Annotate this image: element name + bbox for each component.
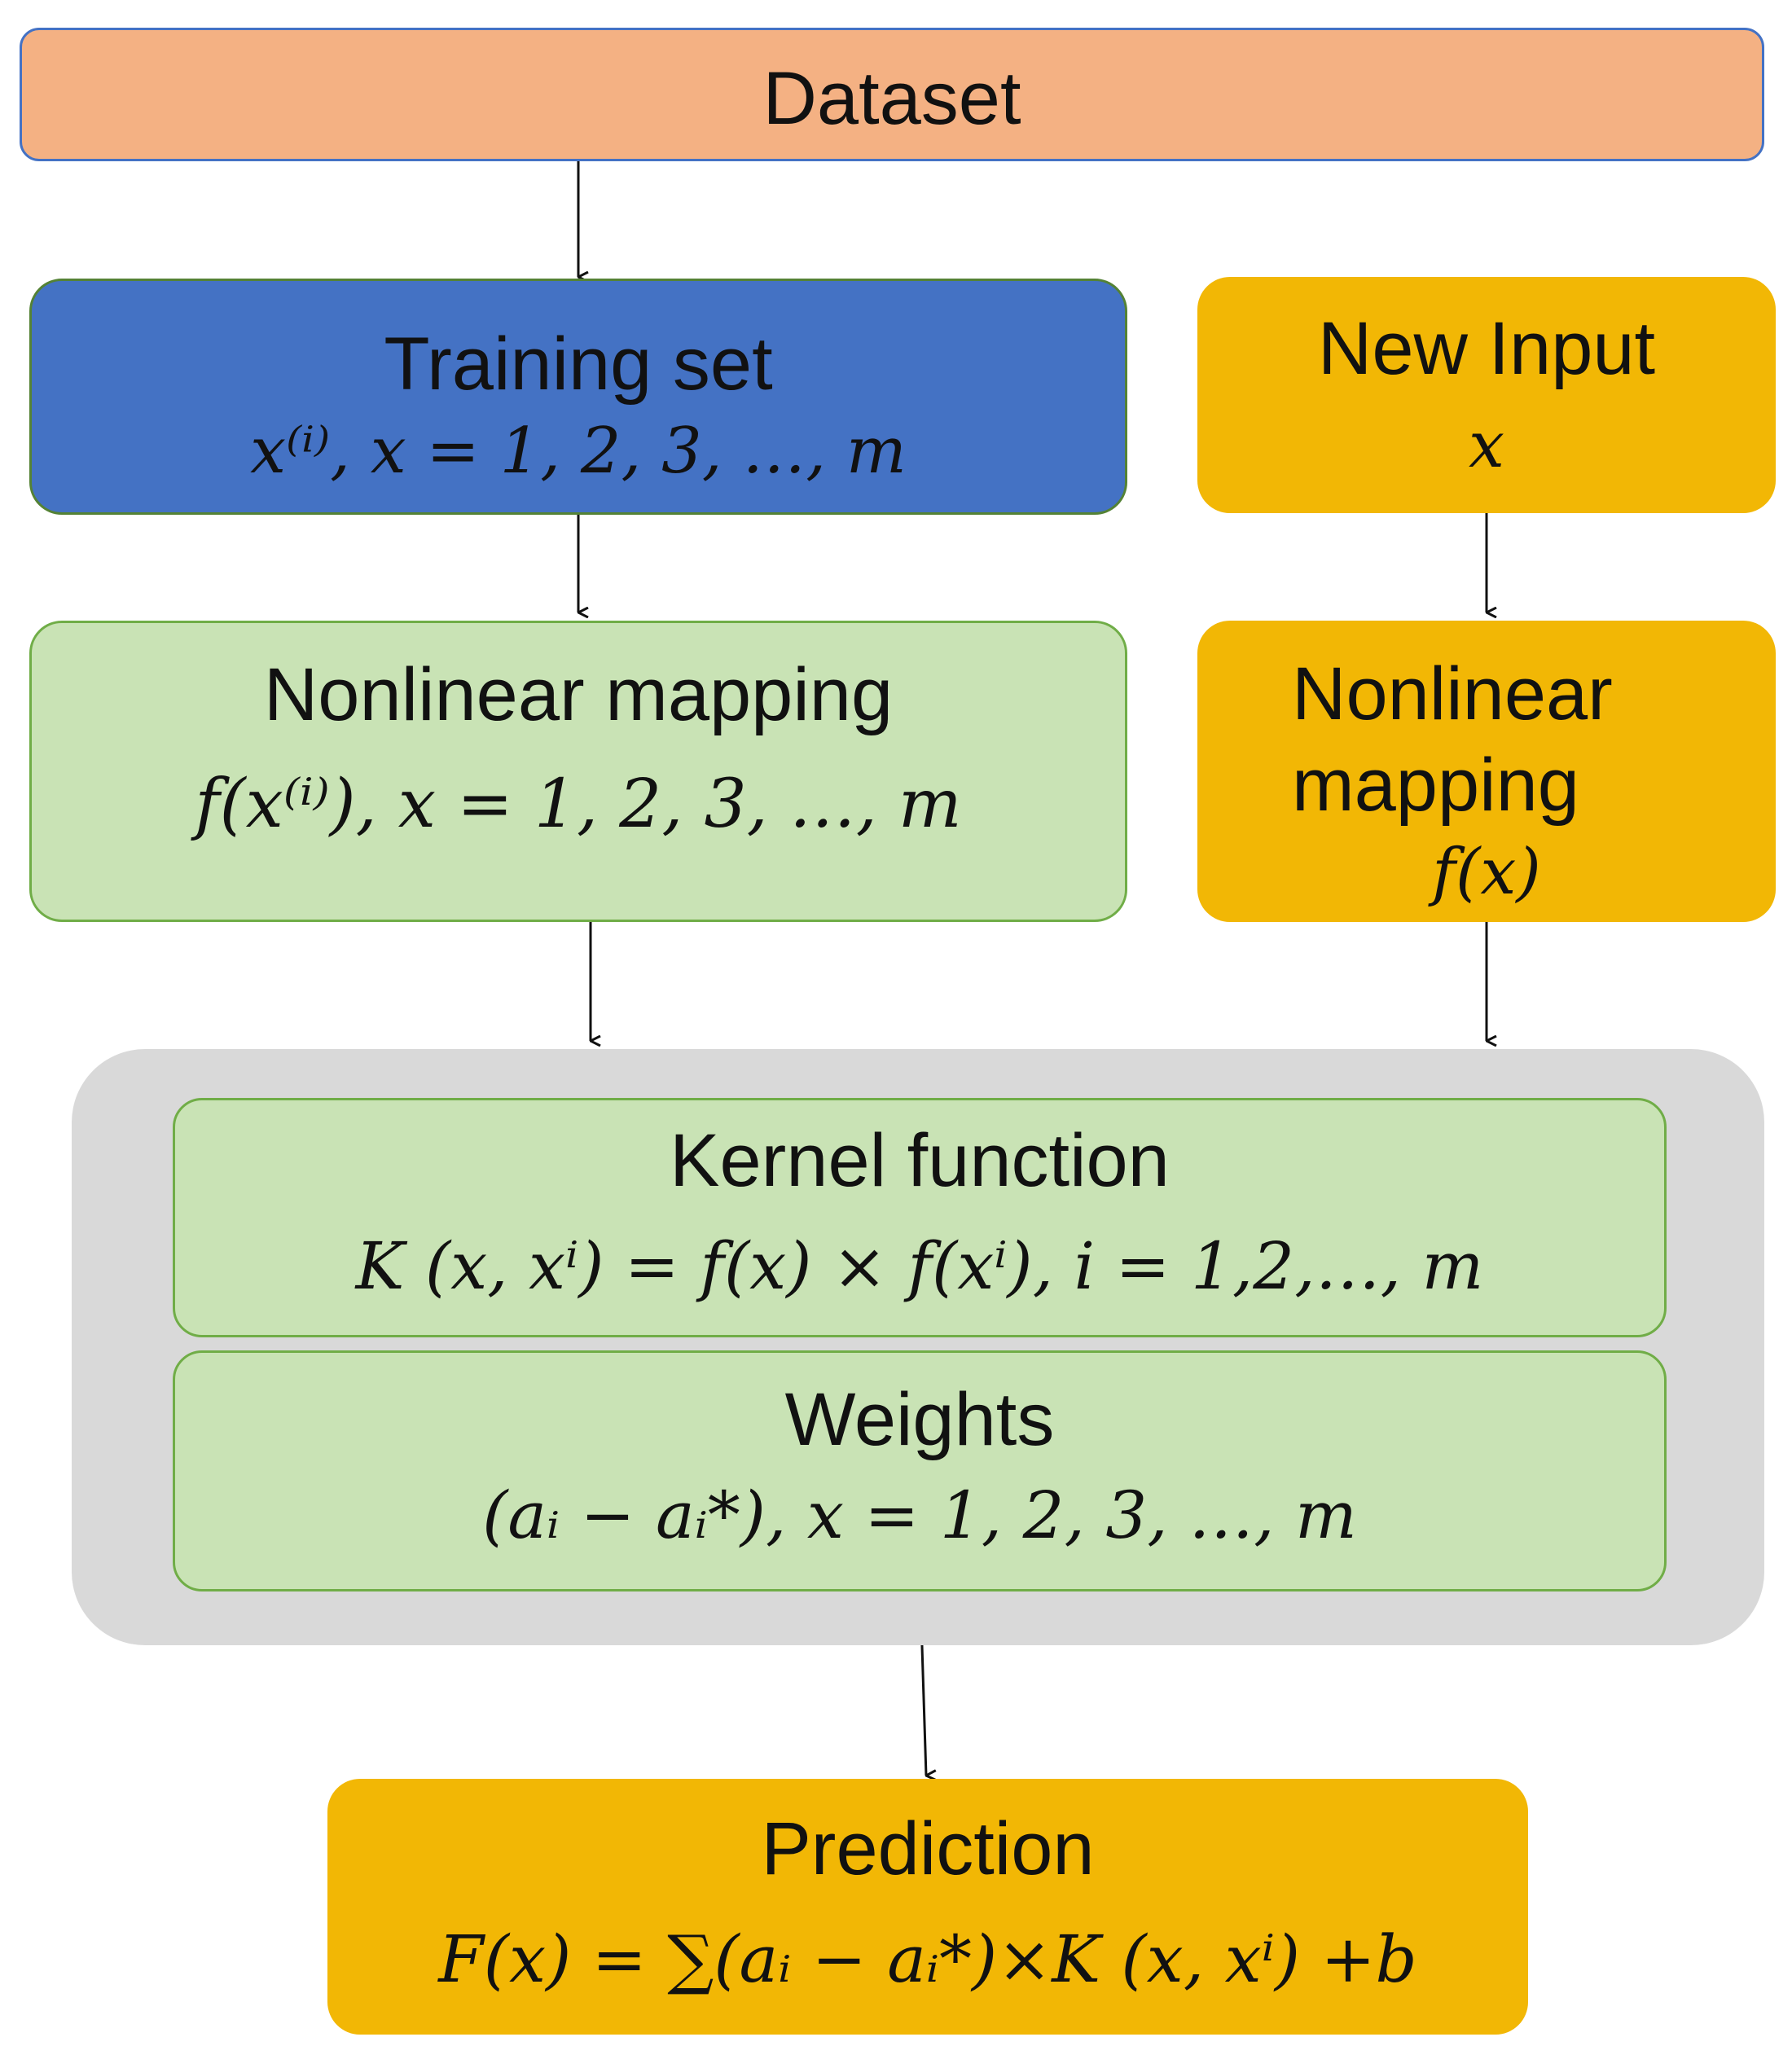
nonlinear-mapping-right-title-line1: Nonlinear bbox=[1292, 652, 1613, 735]
nonlinear-mapping-left-box: Nonlinear mapping f(x⁽ⁱ⁾), x = 1, 2, 3, … bbox=[29, 621, 1127, 922]
nonlinear-mapping-left-formula: f(x⁽ⁱ⁾), x = 1, 2, 3, …, m bbox=[195, 766, 962, 843]
training-set-box: Training set x⁽ⁱ⁾, x = 1, 2, 3, …, m bbox=[29, 279, 1127, 515]
weights-box: Weights (aᵢ − aᵢ*), x = 1, 2, 3, …, m bbox=[173, 1350, 1667, 1591]
kernel-function-title: Kernel function bbox=[670, 1119, 1170, 1202]
weights-title: Weights bbox=[784, 1378, 1055, 1461]
new-input-box: New Input x bbox=[1197, 277, 1776, 513]
dataset-box: Dataset bbox=[20, 28, 1764, 161]
nonlinear-mapping-right-box: Nonlinear mapping f(x) bbox=[1197, 621, 1776, 922]
prediction-formula: F(x) = ∑(aᵢ − aᵢ*)×K (x, xⁱ) +b bbox=[438, 1921, 1417, 1997]
prediction-title: Prediction bbox=[761, 1807, 1095, 1890]
nonlinear-mapping-left-title: Nonlinear mapping bbox=[263, 653, 894, 736]
weights-formula: (aᵢ − aᵢ*), x = 1, 2, 3, …, m bbox=[482, 1477, 1357, 1553]
new-input-title: New Input bbox=[1317, 307, 1656, 390]
training-set-formula: x⁽ⁱ⁾, x = 1, 2, 3, …, m bbox=[250, 415, 907, 488]
nonlinear-mapping-right-formula: f(x) bbox=[1432, 836, 1541, 909]
kernel-function-formula: K (x, xⁱ) = f(x) × f(xⁱ), i = 1,2,…, m bbox=[355, 1228, 1484, 1304]
kernel-function-box: Kernel function K (x, xⁱ) = f(x) × f(xⁱ)… bbox=[173, 1098, 1667, 1337]
prediction-box: Prediction F(x) = ∑(aᵢ − aᵢ*)×K (x, xⁱ) … bbox=[327, 1779, 1528, 2035]
dataset-title: Dataset bbox=[762, 57, 1021, 140]
training-set-title: Training set bbox=[384, 323, 773, 406]
nonlinear-mapping-right-title-line2: mapping bbox=[1292, 744, 1579, 827]
new-input-formula: x bbox=[1469, 409, 1504, 482]
